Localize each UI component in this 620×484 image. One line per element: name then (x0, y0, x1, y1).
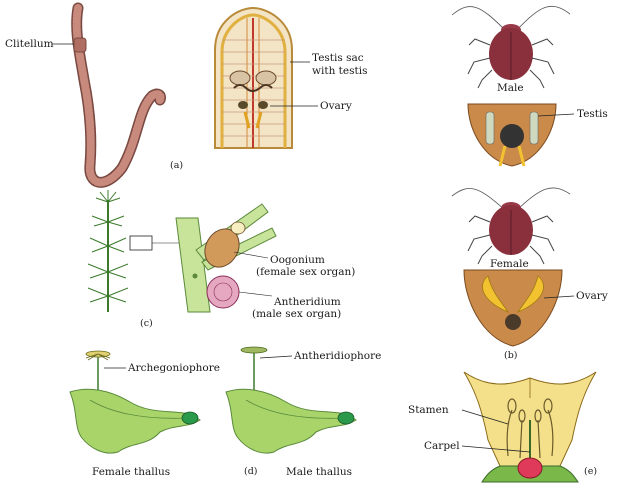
clitellum-band (73, 37, 87, 53)
testis-sac-label-line2: with testis (312, 65, 368, 77)
cockroach-male-abdomen (467, 103, 575, 167)
earthworm-drawing (52, 2, 166, 188)
male-thallus-drawing (225, 346, 357, 454)
cockroach-female-abdomen (463, 269, 575, 347)
archegoniophore-label: Archegoniophore (128, 362, 220, 374)
male-label: Male (497, 82, 524, 94)
ovary-label-a: Ovary (320, 100, 352, 112)
panel-a-label: (a) (170, 160, 184, 171)
panel-c-label: (c) (140, 318, 153, 329)
testis-label: Testis (577, 108, 608, 120)
antheridium-label-line1: Antheridium (274, 296, 341, 308)
flower-drawing (461, 371, 597, 483)
male-thallus-label: Male thallus (286, 466, 353, 478)
testis-sac-label-line1: Testis sac (312, 52, 364, 64)
stamen-label: Stamen (408, 404, 449, 416)
antheridiophore-label: Antheridiophore (294, 350, 382, 362)
chara-magnified (175, 203, 277, 313)
panel-b-label: (b) (504, 350, 518, 361)
earthworm-dissection (214, 6, 318, 149)
oogonium-label-line2: (female sex organ) (256, 266, 356, 278)
female-label: Female (490, 258, 529, 270)
cockroach-female (451, 187, 571, 265)
panel-e-label: (e) (584, 466, 598, 477)
female-thallus-label: Female thallus (92, 466, 171, 478)
antheridium-label-line2: (male sex organ) (252, 308, 342, 320)
panel-d-label: (d) (244, 466, 258, 477)
ovary-label-b: Ovary (576, 290, 608, 302)
carpel-label: Carpel (424, 440, 460, 452)
clitellum-label: Clitellum (5, 38, 54, 50)
oogonium-label-line1: Oogonium (270, 254, 325, 266)
female-thallus-drawing (69, 350, 201, 454)
cockroach-male (451, 5, 571, 89)
chara-plant (87, 190, 180, 312)
